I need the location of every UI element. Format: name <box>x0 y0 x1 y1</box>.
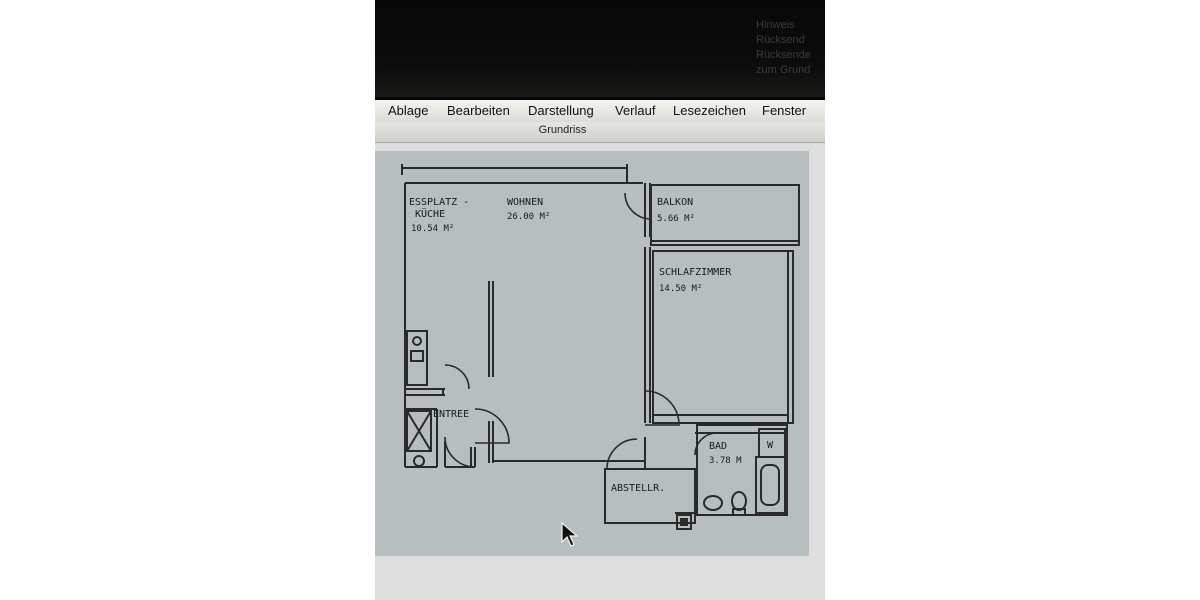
label-schlafzimmer-area: 14.50 M² <box>659 284 702 294</box>
floorplan-drawing: ESSPLATZ - KÜCHE 10.54 M² WOHNEN 26.00 M… <box>401 164 800 530</box>
label-abstellraum: ABSTELLR. <box>611 483 665 494</box>
hint-line: Hinweis <box>756 19 795 31</box>
washbasin <box>703 495 723 511</box>
door-swing <box>444 364 470 390</box>
window-titlebar[interactable]: Grundriss <box>375 122 825 143</box>
label-schlafzimmer: SCHLAFZIMMER <box>659 267 732 278</box>
door-swing <box>694 432 718 456</box>
cabinet-box <box>406 410 432 452</box>
label-wohnen-area: 26.00 M² <box>507 212 550 222</box>
arrow-cursor-icon <box>561 522 579 547</box>
hint-line: zum Grund <box>756 64 811 76</box>
label-essplatz-2: KÜCHE <box>415 207 445 220</box>
label-w: W <box>767 440 774 451</box>
door-swing <box>606 438 638 470</box>
label-essplatz-1: ESSPLATZ - <box>409 197 469 208</box>
dark-background-window <box>375 0 825 97</box>
menu-item-bearbeiten[interactable]: Bearbeiten <box>447 103 510 118</box>
door-swing <box>474 408 510 444</box>
door-swing <box>444 436 476 468</box>
label-entree: ENTREE <box>433 409 469 420</box>
menu-item-fenster[interactable]: Fenster <box>762 103 807 118</box>
toilet-tank <box>732 508 746 516</box>
menu-item-darstellung[interactable]: Darstellung <box>528 103 594 118</box>
shaft-box <box>676 514 692 530</box>
monitor-screen: Hinweis Rücksend Rücksende zum Grund Abl… <box>375 0 825 600</box>
hint-line: Rücksend <box>756 34 805 46</box>
kitchen-sink <box>410 350 424 362</box>
hint-line: Rücksende <box>756 49 812 61</box>
cabinet-cross <box>406 410 432 452</box>
menu-item-verlauf[interactable]: Verlauf <box>615 103 656 118</box>
label-balkon: BALKON <box>657 197 693 208</box>
label-essplatz-area: 10.54 M² <box>411 224 454 234</box>
door-swing <box>644 390 680 426</box>
menu-bar: Ablage Bearbeiten Darstellung Verlauf Le… <box>375 100 825 122</box>
floorplan-image: ESSPLATZ - KÜCHE 10.54 M² WOHNEN 26.00 M… <box>375 151 809 556</box>
door-swing <box>624 192 652 220</box>
abstellraum-outline <box>604 468 696 524</box>
window-title: Grundriss <box>538 124 587 136</box>
bad-outline <box>696 424 788 516</box>
toilet <box>731 491 747 511</box>
label-wohnen: WOHNEN <box>507 197 543 208</box>
bathtub-inner <box>760 464 780 506</box>
stove-burner <box>412 336 422 346</box>
label-bad-area: 3.78 M <box>709 456 742 466</box>
shaft-mark <box>680 518 688 526</box>
kitchen-counter <box>406 330 428 386</box>
background-hint-text: Hinweis Rücksend Rücksende zum Grund <box>756 18 825 78</box>
label-bad: BAD <box>709 441 727 452</box>
menu-item-lesezeichen[interactable]: Lesezeichen <box>673 103 746 118</box>
window-content: ESSPLATZ - KÜCHE 10.54 M² WOHNEN 26.00 M… <box>375 143 825 600</box>
menu-item-ablage[interactable]: Ablage <box>388 103 429 118</box>
round-fixture <box>413 455 425 467</box>
bathtub-outline <box>755 456 786 514</box>
schlafzimmer-outline <box>652 250 794 424</box>
label-balkon-area: 5.66 M² <box>657 214 695 224</box>
